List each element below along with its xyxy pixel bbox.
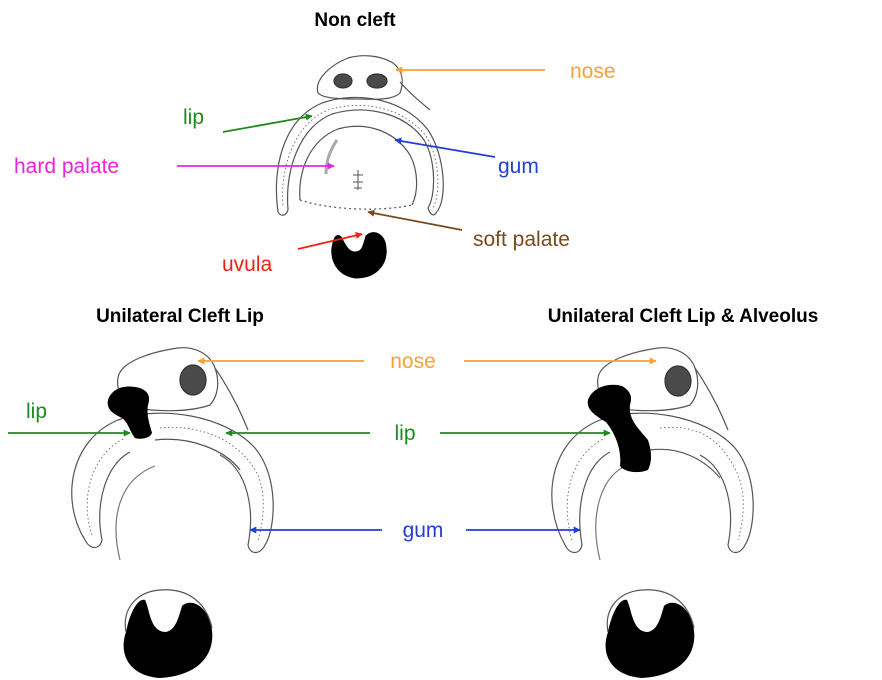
cleft-lip-gum-hatching — [87, 438, 125, 535]
alveolus-right-nostril — [665, 366, 691, 396]
cleft-lip-outer-arch — [72, 413, 273, 552]
non-cleft-drawing — [276, 56, 443, 215]
title-unilateral-cleft-lip: Unilateral Cleft Lip — [96, 306, 264, 327]
alveolus-uvula — [606, 600, 695, 678]
non-cleft-left-nostril — [334, 74, 352, 88]
alveolus-cleft-gap — [588, 385, 651, 472]
top-soft-palate-label: soft palate — [473, 228, 570, 251]
non-cleft-nose-outline — [317, 56, 402, 100]
non-cleft-gum-arch — [288, 110, 434, 210]
bottom-lip-left-label: lip — [26, 400, 47, 423]
cleft-lip-alveolus-drawing — [552, 348, 753, 560]
cleft-lip-cleft-gap — [108, 387, 152, 439]
top-nose-label: nose — [570, 60, 616, 83]
bottom-lip-center-label: lip — [394, 422, 415, 445]
non-cleft-outer-arch — [276, 97, 443, 213]
cleft-lip-right-nostril — [180, 365, 206, 395]
title-non-cleft: Non cleft — [314, 10, 396, 31]
alveolus-outer-arch — [552, 413, 753, 552]
cleft-lip-uvula — [124, 600, 213, 678]
top-hard-palate-label: hard palate — [14, 155, 119, 178]
top-gum-label: gum — [498, 155, 539, 178]
top-uvula-arrow — [298, 234, 362, 249]
non-cleft-right-nostril — [367, 74, 387, 88]
non-cleft-gum-hatching — [283, 105, 438, 210]
top-uvula-label: uvula — [222, 253, 273, 276]
bottom-gum-label: gum — [403, 519, 444, 542]
top-lip-arrow — [223, 116, 312, 132]
top-soft-palate-arrow — [368, 212, 462, 230]
title-unilateral-cleft-lip-alveolus: Unilateral Cleft Lip & Alveolus — [548, 306, 819, 327]
bottom-nose-label: nose — [390, 350, 436, 373]
top-lip-label: lip — [183, 106, 204, 129]
cleft-lip-drawing — [72, 348, 273, 560]
alveolus-gum-hatching — [567, 438, 605, 540]
